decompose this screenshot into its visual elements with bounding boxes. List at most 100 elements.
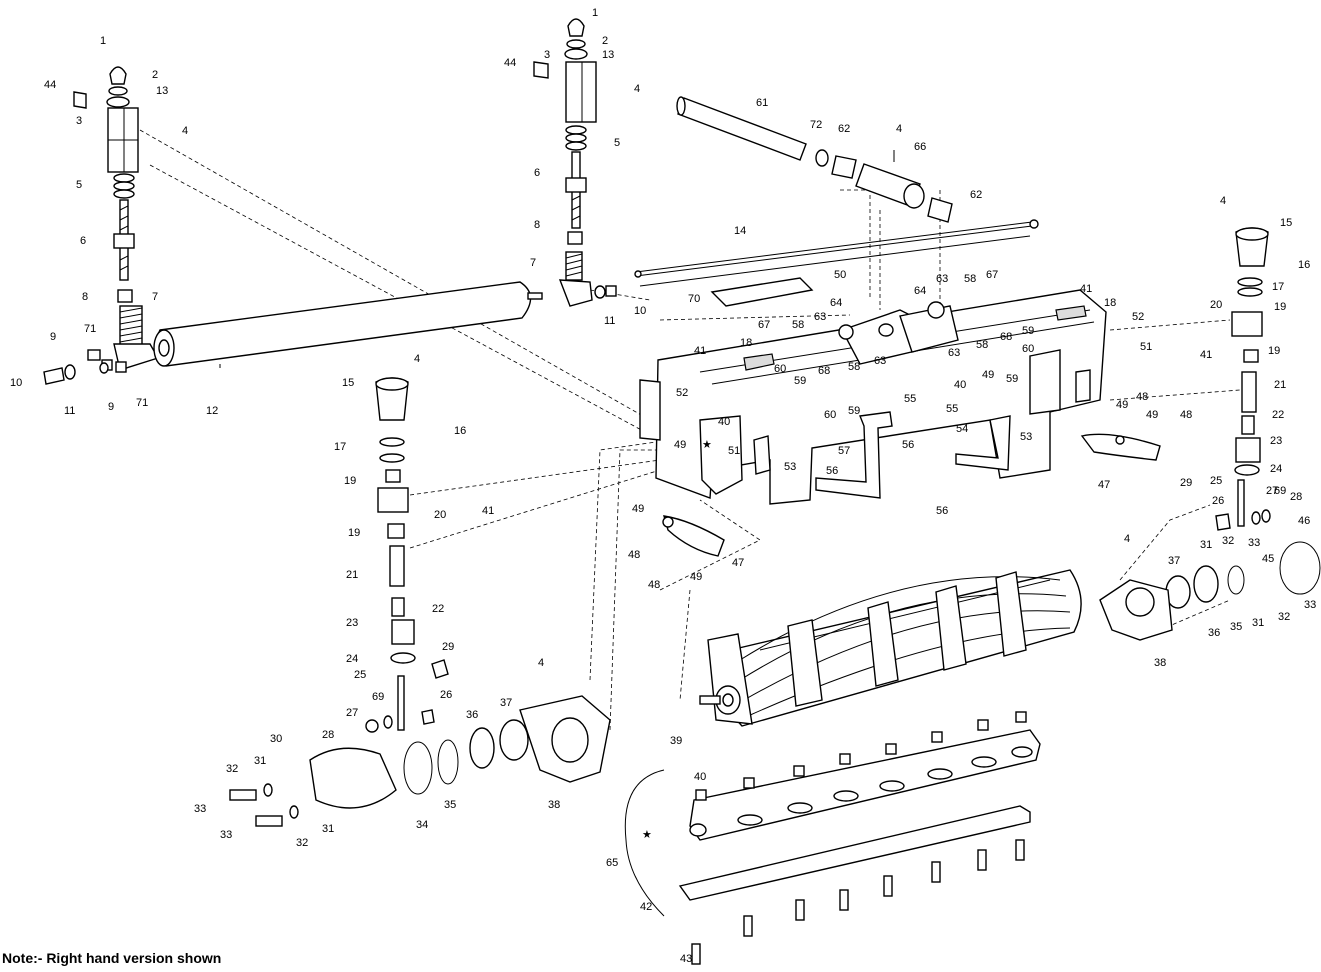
callout-label: 30: [270, 733, 282, 745]
callout-label: 18: [740, 337, 752, 349]
callout-label: 33: [194, 803, 206, 815]
right-bearing-assembly: [1099, 227, 1321, 641]
callout-label: 35: [1230, 621, 1242, 633]
callout-label: 72: [810, 119, 822, 131]
callout-label: 26: [440, 689, 452, 701]
callout-label: 7: [152, 291, 158, 303]
callout-label: 43: [680, 953, 692, 965]
callout-label: 32: [1278, 611, 1290, 623]
shaft-21-right: [1241, 371, 1257, 413]
callout-label: 49: [1116, 399, 1128, 411]
callout-label: 55: [946, 403, 958, 415]
arm-47-right: [1080, 433, 1161, 461]
callout-label: 18: [1104, 297, 1116, 309]
callout-label: 19: [344, 475, 356, 487]
bearing-37-left: [499, 719, 529, 761]
callout-label: 62: [970, 189, 982, 201]
bolt-33-lower: [255, 815, 283, 827]
cover-46: [1279, 541, 1321, 595]
callout-label: 17: [334, 441, 346, 453]
callout-label: 4: [538, 657, 544, 669]
callout-label: 63: [814, 311, 826, 323]
callout-label: 23: [346, 617, 358, 629]
block-20-right: [1231, 311, 1263, 337]
callout-label: 58: [792, 319, 804, 331]
callout-label: 10: [10, 377, 22, 389]
callout-label: 11: [604, 315, 615, 327]
callout-label: 9: [50, 331, 56, 343]
callout-label: 41: [1080, 283, 1092, 295]
callout-label: 40: [718, 416, 730, 428]
callout-label: 47: [732, 557, 744, 569]
callout-label: 23: [1270, 435, 1282, 447]
callout-label: 48: [628, 549, 640, 561]
shaft-21-left: [389, 545, 405, 587]
callout-label: 34: [416, 819, 428, 831]
washer-left-top: [108, 86, 128, 96]
callout-label: 41: [482, 505, 494, 517]
callout-label: 19: [348, 527, 360, 539]
callout-label: 21: [1274, 379, 1286, 391]
callout-label: 24: [346, 653, 358, 665]
callout-label: 22: [432, 603, 444, 615]
bolt-25-left: [397, 675, 405, 731]
callout-label: 65: [606, 857, 618, 869]
callout-label: 60: [774, 363, 786, 375]
callout-label: 14: [734, 225, 746, 237]
bush-23-right: [1235, 437, 1261, 463]
callout-label: 59: [1022, 325, 1034, 337]
callout-label: 49: [632, 503, 644, 515]
callout-label: 58: [976, 339, 988, 351]
callout-label: 38: [548, 799, 560, 811]
callout-label: 15: [342, 377, 354, 389]
callout-label: 22: [1272, 409, 1284, 421]
rear-shaft-assembly: [676, 96, 953, 223]
callout-label: 8: [534, 219, 540, 231]
callout-label: 27: [346, 707, 358, 719]
callout-label: 60: [824, 409, 836, 421]
callout-label: 61: [756, 97, 768, 109]
callout-label: 53: [1020, 431, 1032, 443]
callout-label: 49: [674, 439, 686, 451]
front-roller: [153, 281, 543, 368]
callout-label: 3: [544, 49, 550, 61]
callout-label: 32: [226, 763, 238, 775]
callout-label: 33: [1304, 599, 1316, 611]
callout-label: 4: [182, 125, 188, 137]
callout-label: 40: [954, 379, 966, 391]
callout-label: 59: [1006, 373, 1018, 385]
callout-label: 27: [1266, 485, 1278, 497]
cover-34: [309, 747, 397, 809]
callout-label: 8: [82, 291, 88, 303]
callout-label: 2: [602, 35, 608, 47]
callout-label: 4: [1220, 195, 1226, 207]
callout-label: 41: [1200, 349, 1212, 361]
callout-label: 67: [758, 319, 770, 331]
callout-label: 5: [614, 137, 620, 149]
arm-47-left: [663, 515, 725, 557]
left-upright-assembly: [43, 66, 160, 385]
callout-label: 31: [1252, 617, 1264, 629]
callout-label: 55: [904, 393, 916, 405]
callout-label: 5: [76, 179, 82, 191]
cap-nut-left: [109, 66, 127, 85]
callout-label: 36: [1208, 627, 1220, 639]
star-marker-frame: ★: [702, 439, 712, 451]
callout-label: 63: [874, 355, 886, 367]
callout-label: 37: [500, 697, 512, 709]
callout-label: 19: [1274, 301, 1286, 313]
callout-label: 25: [354, 669, 366, 681]
middle-upright-assembly: [533, 18, 617, 307]
callout-label: 32: [1222, 535, 1234, 547]
callout-label: 4: [414, 353, 420, 365]
callout-label: 31: [1200, 539, 1212, 551]
nut-10-left: [43, 367, 65, 385]
callout-label: 49: [690, 571, 702, 583]
callout-label: 1: [100, 35, 106, 47]
callout-label: 35: [444, 799, 456, 811]
callout-label: 52: [676, 387, 688, 399]
callout-label: 9: [108, 401, 114, 413]
callout-label: 16: [1298, 259, 1310, 271]
callout-label: 71: [136, 397, 148, 409]
